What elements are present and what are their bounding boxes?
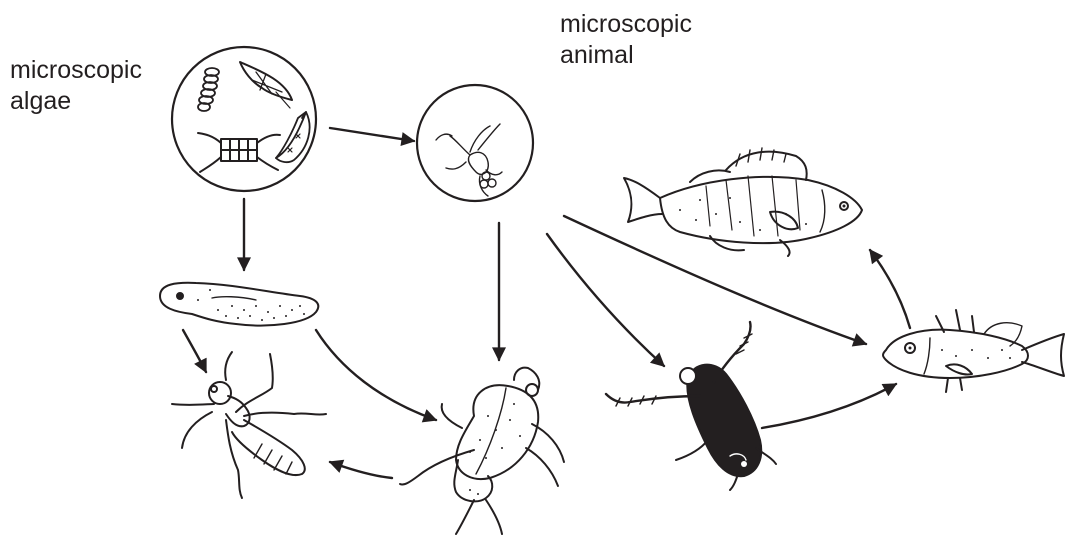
water-beetle-icon: [400, 368, 564, 534]
arrow-stickleback-to-perch: [870, 250, 910, 328]
perch-icon: [624, 148, 862, 256]
water-boatman-icon: [606, 322, 776, 490]
arrow-tadpole-to-nymph: [183, 330, 206, 372]
zooplankton-icon: [417, 85, 533, 201]
stickleback-icon: [883, 310, 1064, 392]
arrow-algae-to-animal: [330, 128, 414, 141]
tadpole-icon: [160, 283, 318, 326]
arrow-beetle-to-nymph: [330, 462, 392, 478]
algae-cells-icon: [172, 47, 316, 191]
arrow-boatman-to-stickleback: [762, 384, 896, 428]
dragonfly-nymph-icon: [172, 352, 326, 498]
food-web-arrows: [183, 128, 910, 478]
arrow-tadpole-to-beetle: [316, 330, 436, 420]
